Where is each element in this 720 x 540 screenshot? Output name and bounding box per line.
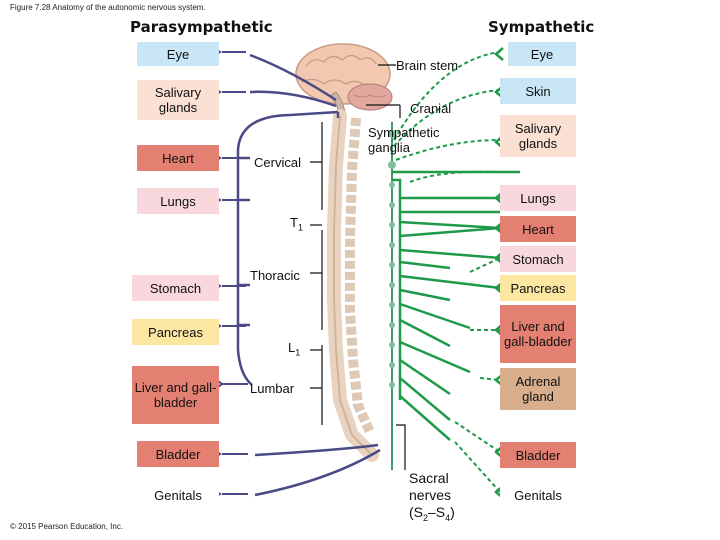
- sympathetic-heading: Sympathetic: [488, 18, 595, 36]
- region-brackets: [310, 64, 406, 470]
- right-organ-pancreas: Pancreas: [500, 275, 576, 301]
- right-organ-stomach: Stomach: [500, 246, 576, 272]
- brain-stem-label: Brain stem: [396, 58, 459, 73]
- thoracic-label: Thoracic: [250, 268, 300, 283]
- right-organ-heart: Heart: [500, 216, 576, 242]
- sympathetic-ganglia-label: Sympathetic ganglia: [368, 125, 440, 155]
- right-organ-lungs: Lungs: [500, 185, 576, 211]
- brain-icon: [295, 43, 393, 119]
- left-organ-stomach: Stomach: [132, 275, 219, 301]
- cranial-label: Cranial: [410, 101, 452, 116]
- ganglion-chain: [388, 122, 396, 470]
- lumbar-label: Lumbar: [250, 381, 295, 396]
- right-organ-liver-gallbladder: Liver and gall-bladder: [500, 305, 576, 363]
- left-organ-pancreas: Pancreas: [132, 319, 219, 345]
- sacral-nerves-label: Sacral nerves (S2–S4): [409, 470, 455, 523]
- left-organ-bladder: Bladder: [137, 441, 219, 467]
- right-organ-salivary-glands: Salivary glands: [500, 115, 576, 157]
- left-organ-salivary-glands: Salivary glands: [137, 80, 219, 120]
- right-organ-eye: Eye: [508, 42, 576, 66]
- left-organ-eye: Eye: [137, 42, 219, 66]
- cervical-label: Cervical: [254, 155, 301, 170]
- right-organ-genitals: Genitals: [500, 482, 576, 508]
- left-organ-heart: Heart: [137, 145, 219, 171]
- t1-label: T1: [290, 215, 303, 233]
- l1-label: L1: [288, 340, 301, 358]
- left-organ-lungs: Lungs: [137, 188, 219, 214]
- left-organ-liver-gallbladder: Liver and gall-bladder: [132, 366, 219, 424]
- sympathetic-nerves: [392, 47, 520, 499]
- copyright: © 2015 Pearson Education, Inc.: [10, 522, 124, 531]
- parasympathetic-nerves: [211, 45, 381, 501]
- left-organ-genitals: Genitals: [137, 482, 219, 508]
- parasympathetic-heading: Parasympathetic: [130, 18, 273, 36]
- right-organ-skin: Skin: [500, 78, 576, 104]
- right-organ-adrenal-gland: Adrenal gland: [500, 368, 576, 410]
- spinal-cord: [327, 109, 379, 462]
- figure-caption: Figure 7.28 Anatomy of the autonomic ner…: [10, 3, 206, 12]
- right-organ-bladder: Bladder: [500, 442, 576, 468]
